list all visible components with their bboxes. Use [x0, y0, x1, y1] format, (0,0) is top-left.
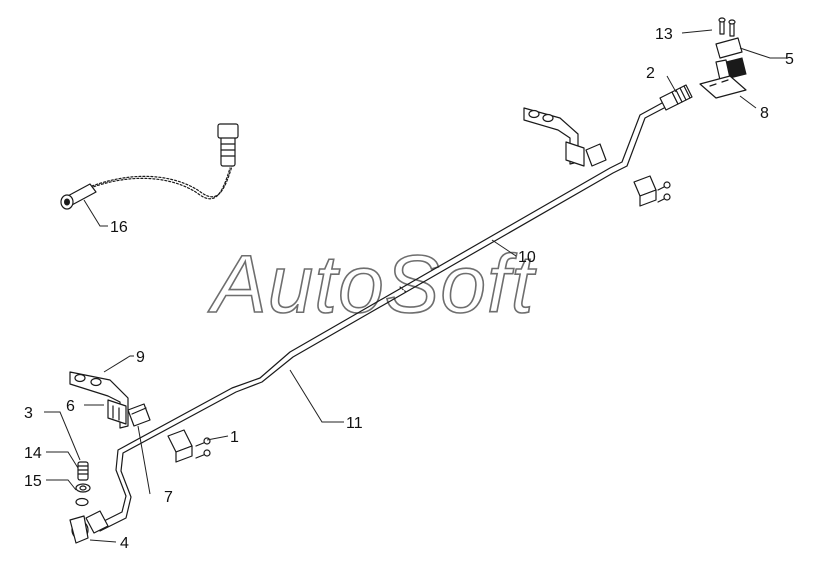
part-13-bolts	[718, 17, 736, 37]
part-15-washer	[75, 483, 91, 507]
callout-9: 9	[136, 349, 145, 366]
callout-8: 8	[760, 105, 769, 122]
part-14-threaded-fitting	[77, 461, 89, 481]
callout-1: 1	[230, 429, 239, 446]
main-pipe	[95, 102, 665, 532]
part-5-clamp	[715, 37, 747, 81]
callout-2: 2	[646, 65, 655, 82]
watermark: AutoSoft	[207, 239, 537, 330]
part-2-fitting	[659, 84, 693, 111]
part-7-clamp	[127, 403, 151, 427]
callout-4: 4	[120, 535, 129, 552]
callout-15: 15	[24, 473, 42, 490]
leader-lines	[44, 29, 786, 543]
upper-bracket	[523, 107, 671, 207]
callout-11: 11	[346, 415, 363, 432]
callout-14: 14	[24, 445, 42, 462]
part-4-end-fitting	[69, 510, 109, 544]
callout-7: 7	[164, 489, 173, 506]
callout-10: 10	[518, 249, 536, 266]
part-8-plate	[699, 75, 747, 99]
callout-16: 16	[110, 219, 128, 236]
callout-6: 6	[66, 398, 75, 415]
callout-13: 13	[655, 26, 673, 43]
part-1-clamp-bolts	[167, 429, 211, 463]
part-9-lower-bracket	[69, 371, 129, 429]
callout-3: 3	[24, 405, 33, 422]
part-16-flexible-hose	[60, 123, 239, 210]
callout-5: 5	[785, 51, 794, 68]
